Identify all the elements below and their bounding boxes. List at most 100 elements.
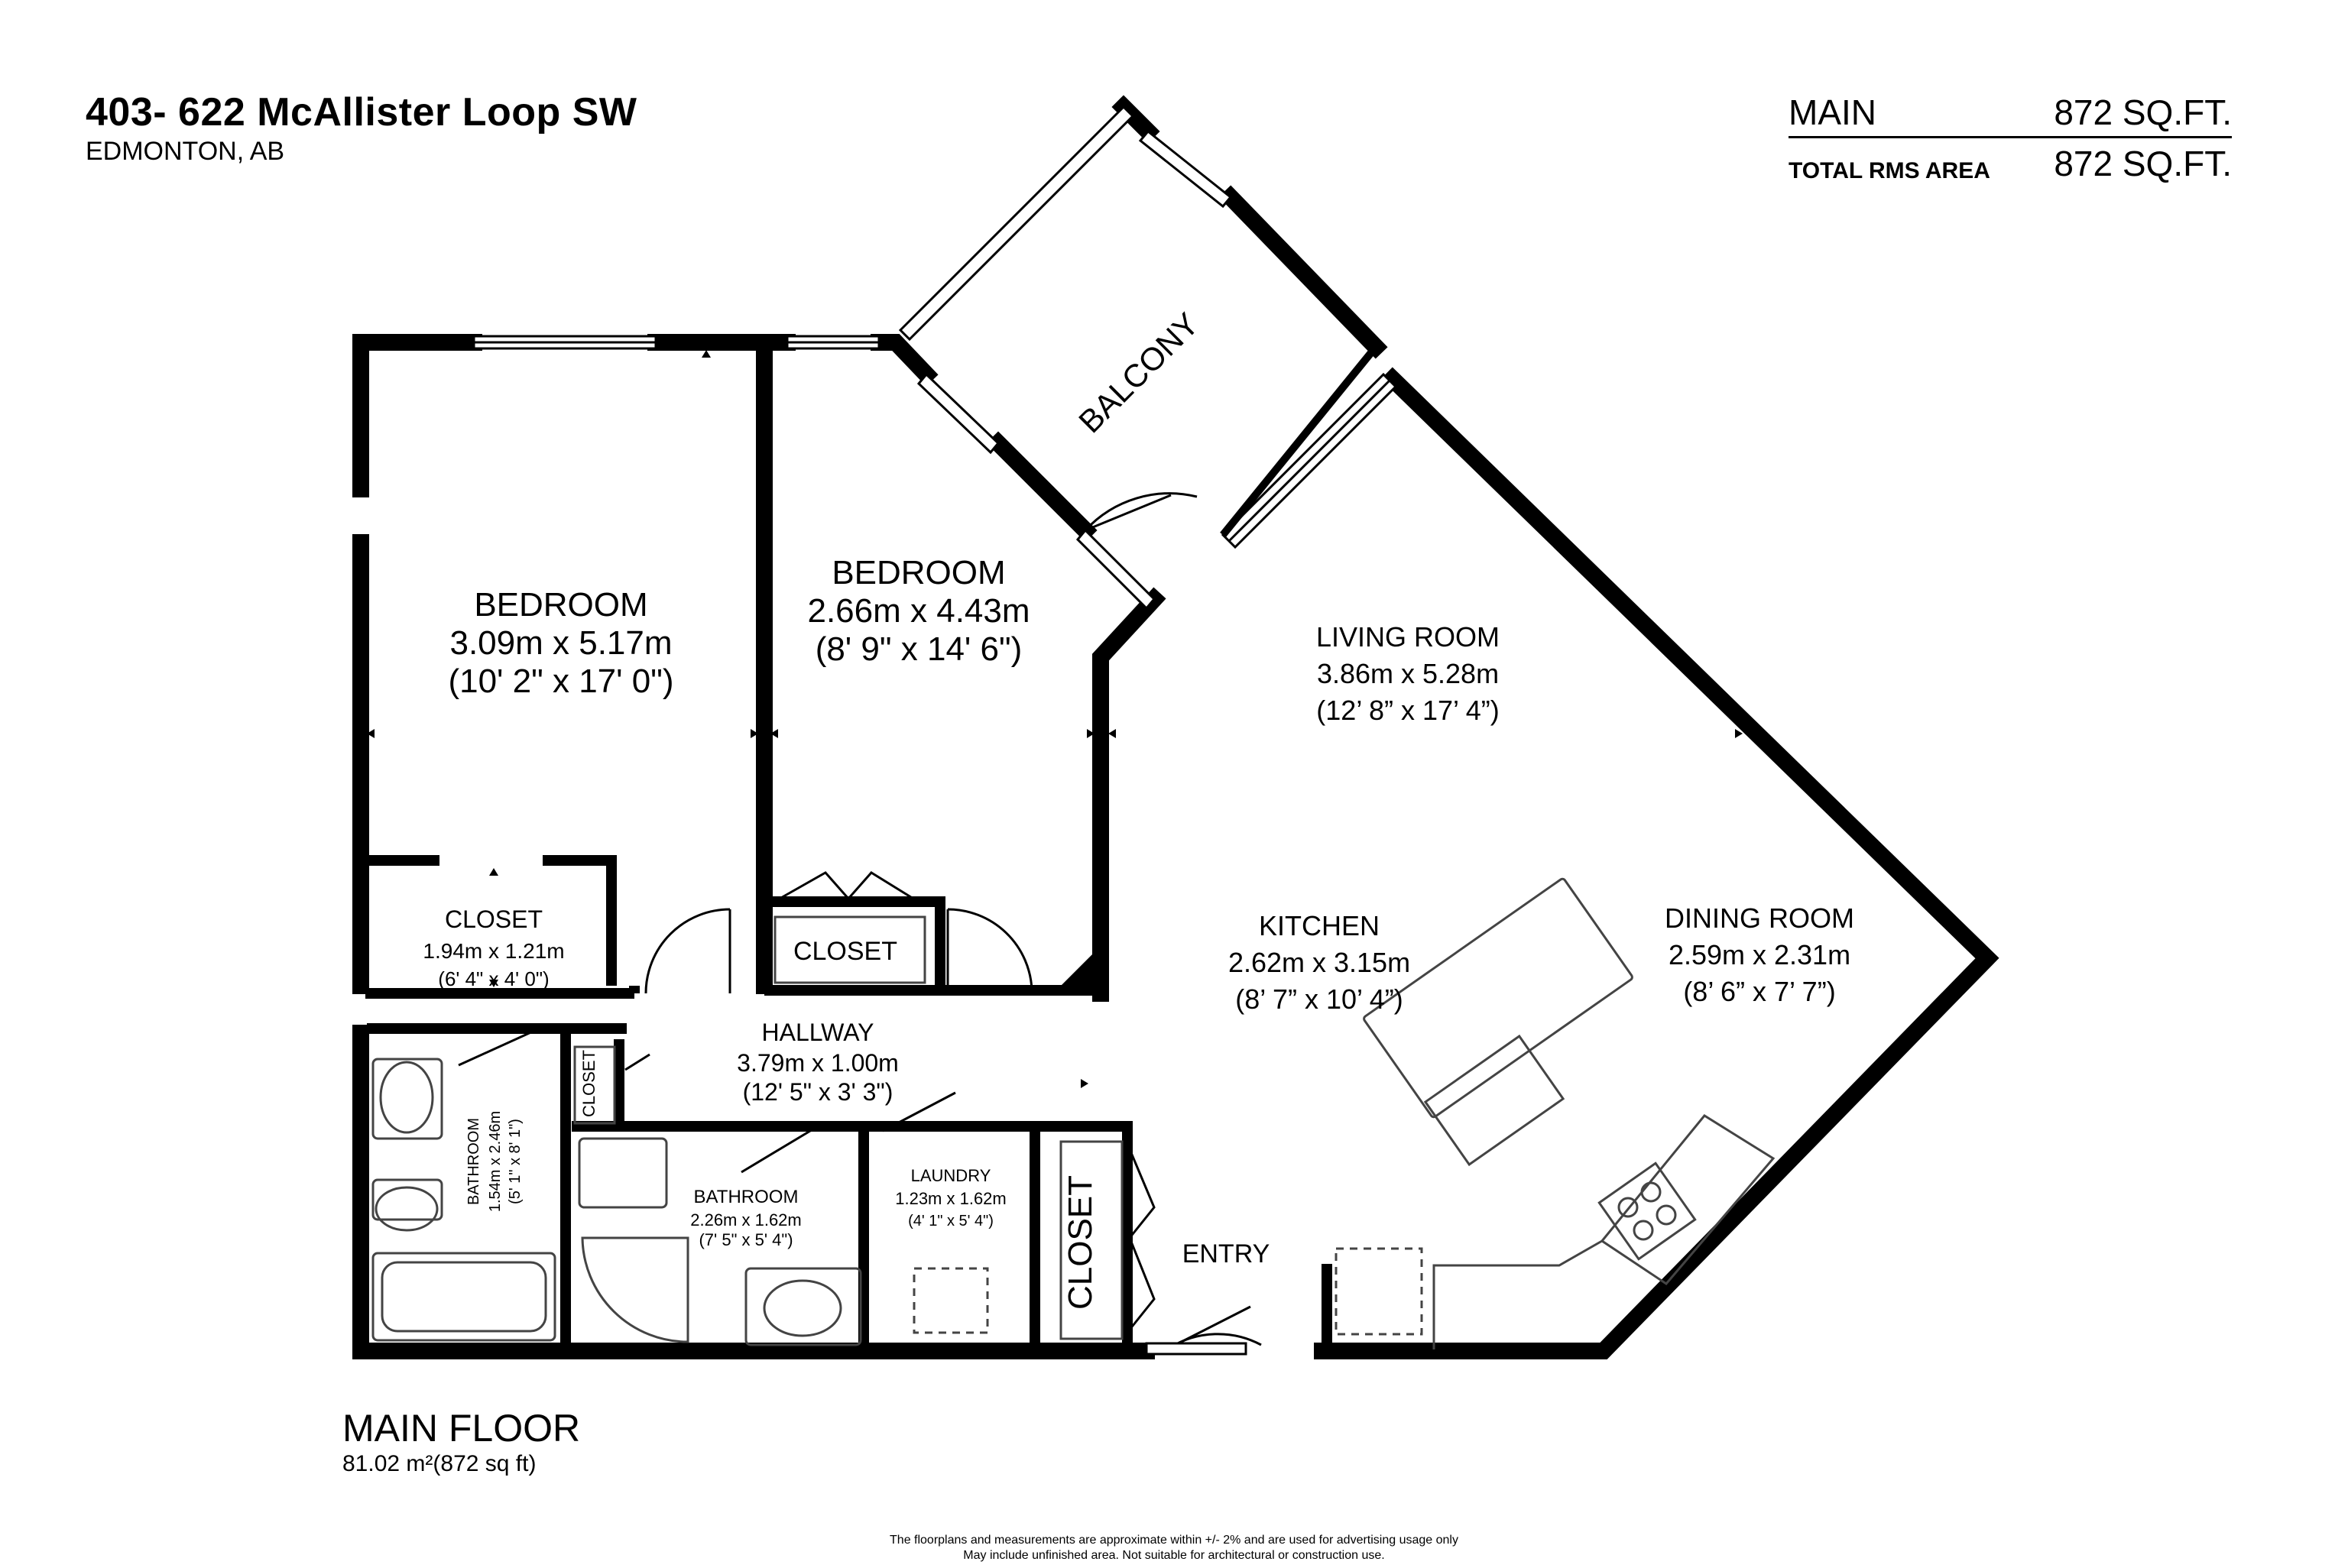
wall-balcony-right (1218, 185, 1388, 359)
label-bedroom2-name: BEDROOM (832, 554, 1005, 591)
door-bath1-leaf (458, 1025, 543, 1067)
bath2-sink (763, 1279, 842, 1337)
wall-balcony-left (986, 431, 1098, 543)
door-laundry-leaf (882, 1091, 956, 1132)
fixtures (371, 877, 1776, 1349)
label-bath2-imperial: (7' 5" x 5' 4") (699, 1230, 793, 1249)
bath2-vanity (744, 1267, 862, 1346)
property-address: 403- 622 McAllister Loop SW (86, 90, 637, 134)
label-closet1-metric: 1.94m x 1.21m (423, 939, 564, 963)
door-closet2-bifold-right (847, 871, 914, 900)
label-living-metric: 3.86m x 5.28m (1317, 658, 1499, 689)
kitchen-counter (1600, 1114, 1776, 1285)
door-balcony-swing (1084, 492, 1198, 532)
label-balcony: BALCONY (1072, 306, 1205, 439)
floor-summary: MAIN FLOOR 81.02 m²(872 sq ft) (342, 1406, 580, 1478)
closet2-shelf (773, 915, 926, 984)
label-closet4: CLOSET (1062, 1175, 1099, 1310)
bath2-toilet (578, 1137, 668, 1209)
total-area-row: TOTAL RMS AREA 872 SQ.FT. (1789, 143, 2232, 184)
door-balcony-leaf (1085, 494, 1172, 532)
door-closet2-bifold-left (779, 871, 850, 900)
label-laundry-metric: 1.23m x 1.62m (895, 1189, 1007, 1208)
sliding-door-pane (1228, 379, 1391, 543)
label-kitchen-name: KITCHEN (1259, 910, 1380, 941)
label-dining-name: DINING ROOM (1665, 902, 1854, 934)
closet4-box (1059, 1140, 1124, 1340)
door-bath2-leaf (741, 1125, 819, 1174)
label-bedroom1-imperial: (10' 2" x 17' 0") (448, 663, 673, 700)
label-living-name: LIVING ROOM (1316, 621, 1500, 653)
dim-marker (751, 729, 758, 738)
main-area-label: MAIN (1789, 92, 1876, 132)
label-laundry-imperial: (4' 1" x 5' 4") (908, 1213, 994, 1229)
dimension-markers (367, 350, 1743, 1088)
main-area-value: 872 SQ.FT. (2054, 92, 2232, 132)
doors (458, 492, 1262, 1349)
label-hallway-metric: 3.79m x 1.00m (737, 1049, 899, 1077)
label-bath1-metric: 1.54m x 2.46m (487, 1111, 504, 1212)
label-dining-metric: 2.59m x 2.31m (1669, 939, 1850, 970)
disclaimer-line-2: May include unfinished area. Not suitabl… (963, 1549, 1385, 1562)
label-bath1-name: BATHROOM (465, 1118, 482, 1205)
area-summary: MAIN 872 SQ.FT. TOTAL RMS AREA 872 SQ.FT… (1789, 92, 2232, 184)
exterior-walls (352, 95, 1999, 1359)
label-laundry-name: LAUNDRY (911, 1166, 991, 1185)
dim-marker (367, 729, 375, 738)
dim-marker (1108, 729, 1116, 738)
label-entry: ENTRY (1182, 1239, 1270, 1268)
dim-marker (1081, 1079, 1088, 1088)
dim-marker (489, 980, 498, 987)
label-closet1-name: CLOSET (445, 905, 543, 933)
wall-bedroom1-topleft (352, 334, 482, 497)
window-bedroom2-angled (916, 372, 1000, 455)
wall-closet2 (764, 896, 945, 993)
dim-marker (1087, 729, 1095, 738)
floor-area: 81.02 m²(872 sq ft) (342, 1451, 537, 1476)
main-area-row: MAIN 872 SQ.FT. (1789, 92, 2232, 138)
interior-walls (365, 855, 1332, 1351)
label-bedroom2-metric: 2.66m x 4.43m (807, 592, 1030, 630)
label-bedroom2-imperial: (8' 9" x 14' 6") (816, 630, 1023, 668)
bath1-toilet-bowl (375, 1186, 439, 1232)
label-closet2: CLOSET (793, 937, 897, 966)
wall-living-right (1314, 367, 1999, 1359)
label-hallway-imperial: (12' 5" x 3' 3") (743, 1078, 893, 1106)
property-city: EDMONTON, AB (86, 137, 285, 166)
balcony-rail-top (1138, 129, 1233, 209)
bath1-tub-inner (381, 1261, 547, 1333)
dim-marker (702, 350, 711, 358)
label-bedroom1-name: BEDROOM (474, 586, 647, 624)
door-bedroom1-swing (644, 908, 731, 994)
stove-burner-4 (1656, 1204, 1677, 1226)
bath1-tub (371, 1252, 556, 1342)
wall-closet1-top-right (543, 855, 617, 986)
kitchen-counter-run (1432, 1239, 1603, 1349)
linen-closet-box (573, 1045, 616, 1125)
entry-threshold (1145, 1342, 1247, 1356)
balcony-door-frame (1075, 528, 1156, 611)
label-living-imperial: (12’ 8” x 17’ 4”) (1316, 695, 1499, 726)
dim-marker (770, 729, 778, 738)
bath1-sink (379, 1061, 434, 1134)
total-area-value: 872 SQ.FT. (2054, 144, 2232, 183)
label-hallway-name: HALLWAY (762, 1019, 874, 1046)
kitchen-sink (1423, 1034, 1565, 1167)
bath2-shower (581, 1236, 689, 1343)
label-bath1-imperial: (5' 1" x 8' 1") (507, 1119, 524, 1204)
stove-burner-3 (1633, 1220, 1654, 1241)
dim-marker (489, 868, 498, 876)
wall-bedroom2-top-right (871, 334, 939, 387)
door-bedroom2-swing (947, 908, 1033, 991)
wall-hall-bottom (572, 1121, 1133, 1351)
label-bath2-name: BATHROOM (694, 1187, 799, 1207)
label-bath2-metric: 2.26m x 1.62m (690, 1210, 802, 1229)
label-dining-imperial: (8’ 6” x 7’ 7”) (1683, 976, 1835, 1007)
label-closet3: CLOSET (579, 1050, 598, 1117)
door-linen-leaf (624, 1053, 650, 1071)
wall-corner-fill (1053, 948, 1099, 993)
wall-living-left (1092, 587, 1166, 1002)
fridge-space (1335, 1247, 1423, 1336)
bath1-toilet-tank (371, 1178, 443, 1221)
